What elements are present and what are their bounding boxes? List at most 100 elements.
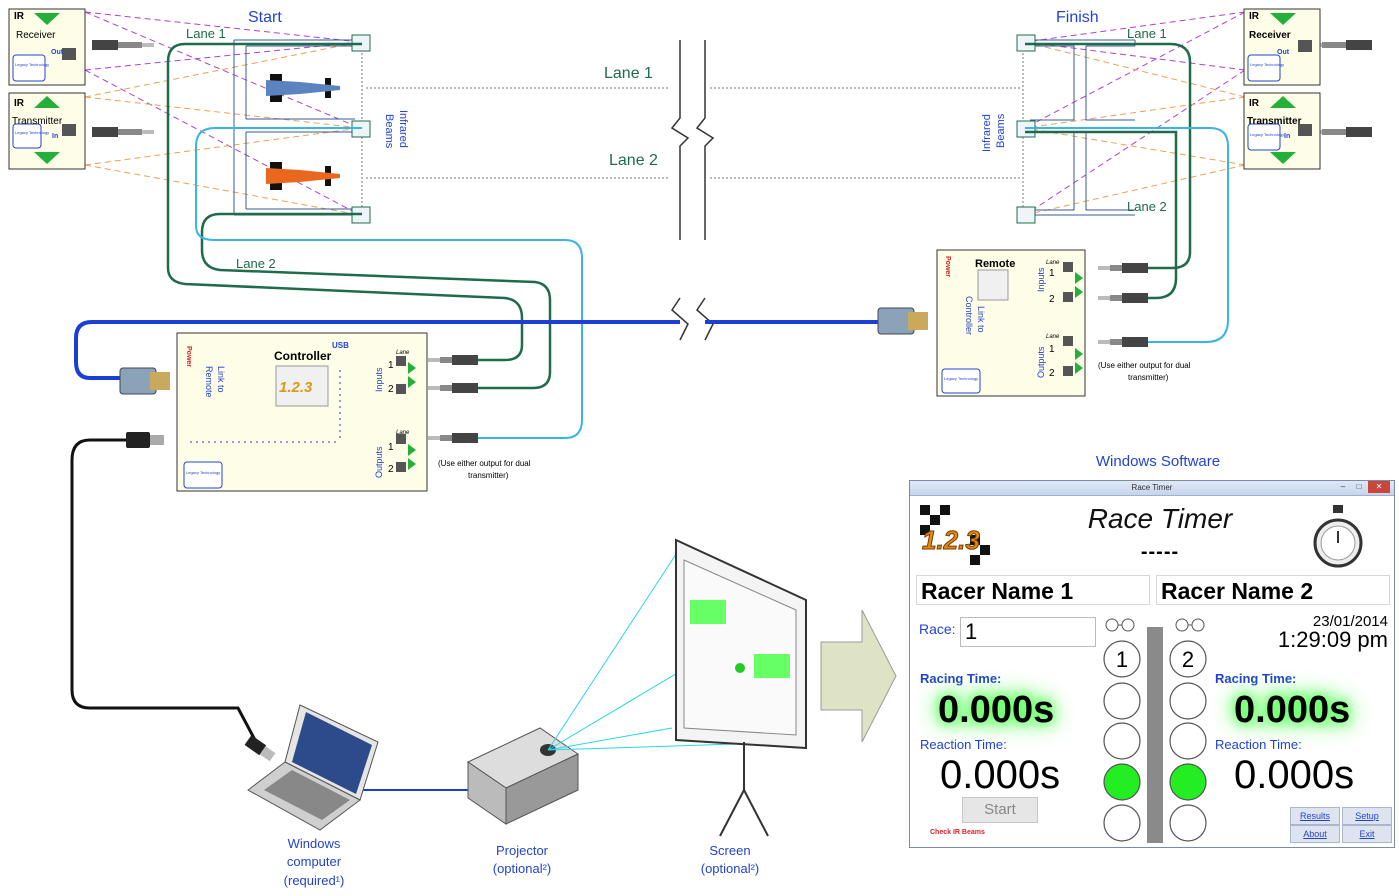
check-ir-warning: Check IR Beams bbox=[930, 829, 985, 836]
app-title: Race Timer bbox=[1087, 503, 1233, 534]
controller-lane-in: Lane bbox=[396, 350, 410, 356]
lane2-label-mid: Lane 2 bbox=[609, 152, 658, 169]
projector-caption-2: (optional²) bbox=[493, 861, 552, 876]
racer-name-2[interactable]: Racer Name 2 bbox=[1156, 575, 1390, 605]
beam-lines bbox=[84, 11, 1246, 216]
windows-software-heading: Windows Software bbox=[1096, 453, 1220, 470]
ir-label: IR bbox=[1249, 11, 1260, 22]
controller-title: Controller bbox=[274, 349, 332, 363]
transmitter-label: Transmitter bbox=[12, 116, 63, 127]
start-button[interactable]: Start bbox=[962, 797, 1038, 823]
reaction-time-label-1: Reaction Time: bbox=[920, 737, 1007, 752]
controller-logo: 1.2.3 bbox=[279, 379, 313, 396]
out-label: Out bbox=[51, 49, 64, 56]
beams-label-finish-2: Beams bbox=[995, 113, 1007, 148]
race-timer-window: Race Timer – □ ✕ 1.2.3 Race Timer ----- … bbox=[909, 480, 1395, 848]
lane1-label-mid: Lane 1 bbox=[604, 65, 653, 82]
remote-box bbox=[936, 249, 1086, 397]
beams-label-start-1: Infrared bbox=[397, 110, 409, 148]
results-button[interactable]: Results bbox=[1290, 807, 1340, 825]
reaction-time-label-2: Reaction Time: bbox=[1215, 737, 1302, 752]
beams-label-start-2: Beams bbox=[383, 114, 395, 149]
exit-button[interactable]: Exit bbox=[1342, 825, 1392, 843]
racing-time-2: 0.000s bbox=[1234, 689, 1351, 731]
rj45-connectors bbox=[119, 307, 928, 395]
remote-title: Remote bbox=[975, 258, 1015, 270]
setup-button[interactable]: Setup bbox=[1342, 807, 1392, 825]
controller-out-2: 2 bbox=[388, 464, 394, 475]
receiver-label: Receiver bbox=[16, 30, 56, 41]
racer-name-1[interactable]: Racer Name 1 bbox=[916, 575, 1150, 605]
usb-cable bbox=[70, 438, 257, 741]
computer-caption-2: computer bbox=[287, 854, 342, 869]
screen-icon bbox=[675, 538, 807, 837]
in-label: In bbox=[52, 133, 58, 140]
projector-icon bbox=[466, 727, 580, 825]
about-button[interactable]: About bbox=[1290, 825, 1340, 843]
controller-in-1: 1 bbox=[388, 360, 394, 371]
maximize-icon[interactable]: □ bbox=[1356, 482, 1362, 491]
usb-plugs bbox=[126, 432, 276, 762]
lane-number-2: 2 bbox=[1182, 647, 1194, 672]
remote-out-2: 2 bbox=[1049, 368, 1055, 379]
controller-box bbox=[176, 332, 428, 492]
screen-caption-2: (optional²) bbox=[701, 861, 760, 876]
remote-in-1: 1 bbox=[1049, 268, 1055, 279]
stopwatch-icon bbox=[1313, 505, 1363, 568]
green-light-2 bbox=[1169, 763, 1207, 801]
lane2-cables bbox=[195, 127, 1229, 439]
window-title: Race Timer bbox=[1131, 483, 1173, 492]
receiver-label: Receiver bbox=[1249, 30, 1291, 41]
brand-label: Legacy Technology bbox=[1250, 62, 1284, 67]
reaction-time-1: 0.000s bbox=[940, 753, 1061, 797]
laptop-icon bbox=[247, 704, 379, 831]
lane1-cables bbox=[166, 42, 1192, 390]
beams-label-finish-1: Infrared bbox=[981, 114, 993, 152]
brand-label: Legacy Technology bbox=[15, 62, 49, 67]
finish-heading: Finish bbox=[1056, 9, 1099, 26]
ir-label: IR bbox=[1249, 98, 1260, 109]
controller-inputs: Inputs bbox=[374, 367, 384, 392]
race-number-input[interactable]: 1 bbox=[960, 617, 1096, 647]
link-cable bbox=[74, 320, 880, 380]
remote-lane-in: Lane bbox=[1046, 260, 1060, 266]
racing-time-label-2: Racing Time: bbox=[1215, 671, 1297, 686]
computer-caption-1: Windows bbox=[288, 836, 341, 851]
date-display: 23/01/2014 bbox=[1312, 613, 1388, 630]
remote-note-1: (Use either output for dual bbox=[1098, 361, 1191, 370]
race-label: Race: bbox=[919, 621, 956, 637]
start-lights-tree: 1 2 bbox=[1103, 618, 1207, 843]
controller-in-2: 2 bbox=[388, 384, 394, 395]
jack-plugs bbox=[92, 40, 1372, 443]
remote-note-2: transmitter) bbox=[1128, 373, 1169, 382]
minimize-icon[interactable]: – bbox=[1340, 482, 1346, 491]
remote-outputs: Outputs bbox=[1036, 346, 1046, 378]
racing-time-1: 0.000s bbox=[938, 689, 1055, 731]
lane2-label-finish: Lane 2 bbox=[1127, 199, 1167, 214]
projector-caption-1: Projector bbox=[496, 843, 549, 858]
lane1-label-finish: Lane 1 bbox=[1127, 26, 1167, 41]
ir-receiver-finish bbox=[1243, 8, 1321, 86]
remote-link-1: Link to bbox=[976, 306, 986, 333]
controller-lane-out: Lane bbox=[396, 430, 410, 436]
controller-out-1: 1 bbox=[388, 442, 394, 453]
out-label: Out bbox=[1277, 49, 1290, 56]
brand-label: Legacy Technology bbox=[186, 470, 220, 475]
ir-label: IR bbox=[14, 98, 25, 109]
svg-text:1.2.3: 1.2.3 bbox=[922, 525, 980, 555]
ir-transmitter-start bbox=[8, 92, 86, 170]
app-logo: 1.2.3 bbox=[916, 501, 994, 569]
controller-outputs: Outputs bbox=[374, 446, 384, 478]
arrow-icon bbox=[820, 609, 897, 743]
ir-receiver-start bbox=[8, 8, 86, 86]
beam-sensors bbox=[351, 34, 1036, 224]
window-titlebar: Race Timer – □ ✕ bbox=[910, 481, 1394, 496]
car-lane2 bbox=[266, 162, 340, 190]
controller-power: Power bbox=[185, 346, 192, 367]
controller-link-1: Link to bbox=[216, 366, 226, 393]
green-light-1 bbox=[1103, 763, 1141, 801]
lane-tracks bbox=[361, 45, 1024, 215]
computer-caption-3: (required¹) bbox=[284, 873, 345, 888]
close-icon[interactable]: ✕ bbox=[1368, 481, 1390, 493]
